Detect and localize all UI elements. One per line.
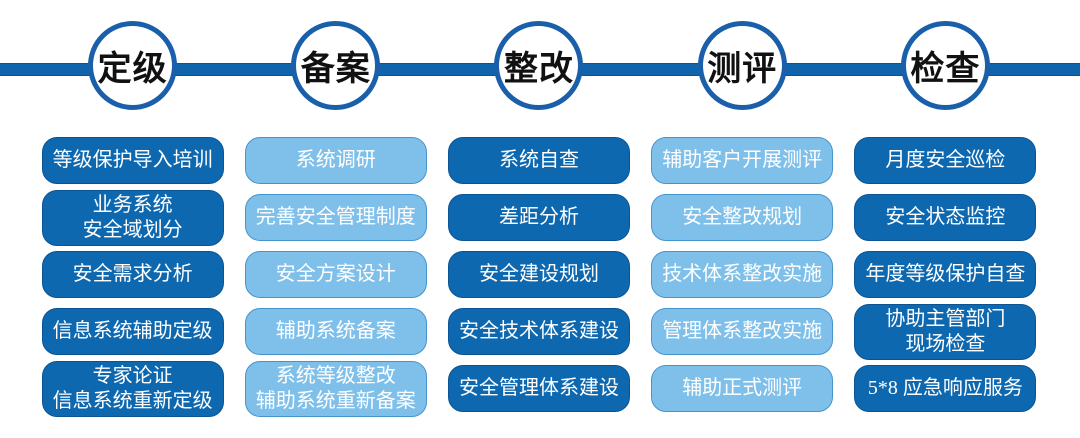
stage-item: 等级保护导入培训 (41, 137, 224, 184)
stage-item: 年度等级保护自查 (854, 251, 1037, 298)
stage-circle-rectification: 整改 (494, 21, 584, 110)
stage-item: 安全整改规划 (651, 194, 834, 241)
stage-column-filing: 备案 系统调研 完善安全管理制度 安全方案设计 辅助系统备案 系统等级整改 辅助… (234, 0, 437, 438)
stage-column-inspection: 检查 月度安全巡检 安全状态监控 年度等级保护自查 协助主管部门 现场检查 5*… (844, 0, 1047, 438)
stage-item: 技术体系整改实施 (651, 251, 834, 298)
stage-circle-grading: 定级 (88, 21, 178, 110)
stages-grid: 定级 等级保护导入培训 业务系统 安全域划分 安全需求分析 信息系统辅助定级 专… (31, 0, 1047, 438)
stage-item: 管理体系整改实施 (651, 308, 834, 355)
stage-label: 检查 (910, 50, 981, 88)
stage-item: 完善安全管理制度 (244, 194, 427, 241)
stage-column-grading: 定级 等级保护导入培训 业务系统 安全域划分 安全需求分析 信息系统辅助定级 专… (31, 0, 234, 438)
stage-item: 辅助系统备案 (244, 308, 427, 355)
stage-item: 安全需求分析 (41, 251, 224, 298)
stage-item: 信息系统辅助定级 (41, 308, 224, 355)
stage-item: 辅助客户开展测评 (651, 137, 834, 184)
stage-item: 月度安全巡检 (854, 137, 1037, 184)
stage-label: 定级 (97, 50, 168, 88)
stage-item: 系统等级整改 辅助系统重新备案 (244, 360, 427, 417)
stage-items: 等级保护导入培训 业务系统 安全域划分 安全需求分析 信息系统辅助定级 专家论证… (41, 132, 224, 417)
stage-item: 辅助正式测评 (651, 365, 834, 412)
stage-label: 整改 (503, 50, 574, 88)
stage-label: 测评 (707, 50, 778, 88)
stage-item: 专家论证 信息系统重新定级 (41, 360, 224, 417)
stage-item: 安全方案设计 (244, 251, 427, 298)
stage-items: 月度安全巡检 安全状态监控 年度等级保护自查 协助主管部门 现场检查 5*8 应… (854, 132, 1037, 417)
stage-item: 安全建设规划 (447, 251, 630, 298)
stage-item: 系统调研 (244, 137, 427, 184)
stage-item: 业务系统 安全域划分 (41, 189, 224, 246)
stage-item: 系统自查 (447, 137, 630, 184)
stage-circle-inspection: 检查 (900, 21, 990, 110)
stage-item: 协助主管部门 现场检查 (854, 303, 1037, 360)
stage-column-rectification: 整改 系统自查 差距分析 安全建设规划 安全技术体系建设 安全管理体系建设 (437, 0, 640, 438)
stage-item: 安全技术体系建设 (447, 308, 630, 355)
stage-column-evaluation: 测评 辅助客户开展测评 安全整改规划 技术体系整改实施 管理体系整改实施 辅助正… (641, 0, 844, 438)
stage-item: 安全状态监控 (854, 194, 1037, 241)
stage-item: 安全管理体系建设 (447, 365, 630, 412)
stage-item: 5*8 应急响应服务 (854, 365, 1037, 412)
stage-circle-filing: 备案 (291, 21, 381, 110)
stage-items: 辅助客户开展测评 安全整改规划 技术体系整改实施 管理体系整改实施 辅助正式测评 (651, 132, 834, 417)
stage-circle-evaluation: 测评 (697, 21, 787, 110)
stage-item: 差距分析 (447, 194, 630, 241)
stage-items: 系统自查 差距分析 安全建设规划 安全技术体系建设 安全管理体系建设 (447, 132, 630, 417)
stage-items: 系统调研 完善安全管理制度 安全方案设计 辅助系统备案 系统等级整改 辅助系统重… (244, 132, 427, 417)
stage-label: 备案 (300, 50, 371, 88)
